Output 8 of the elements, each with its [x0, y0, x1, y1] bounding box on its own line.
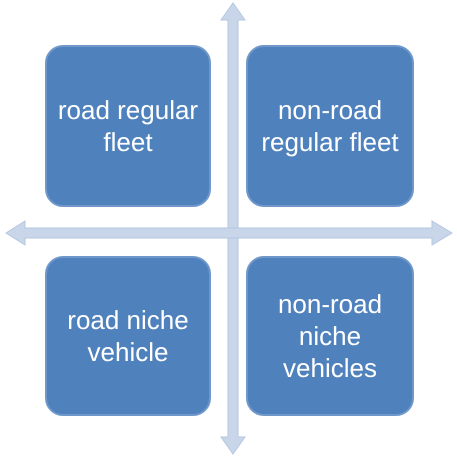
- quadrant-box: [246, 256, 414, 416]
- quadrant-box: [45, 256, 211, 416]
- quadrant-label: road niche vehicle: [66, 304, 190, 368]
- quadrant-label: non-road niche vehicles: [276, 288, 384, 384]
- quadrant-box: [45, 45, 211, 207]
- quadrant-box: [246, 45, 414, 207]
- quadrant-label: road regular fleet: [56, 94, 200, 158]
- quadrant-label: non-road regular fleet: [260, 94, 400, 158]
